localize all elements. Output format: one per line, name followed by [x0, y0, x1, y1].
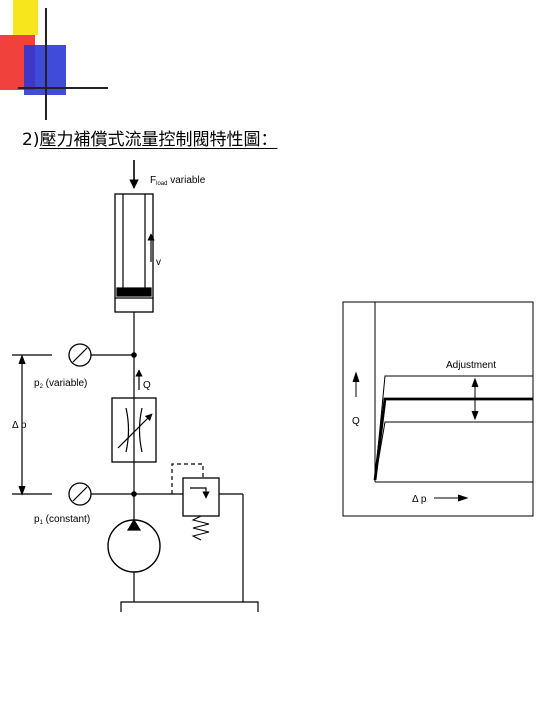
- force-label: Fload variable: [150, 175, 206, 187]
- p1-label: p1 (constant): [34, 514, 90, 526]
- hydraulic-pump: [107, 518, 161, 602]
- p2-label: p2 (variable): [34, 378, 87, 390]
- delta-p-dimension: [12, 354, 52, 496]
- chart-x-label: Δ p: [412, 494, 427, 505]
- curve-lower: [374, 421, 533, 481]
- velocity-label: v: [156, 257, 161, 268]
- delta-p-label: Δ p: [12, 420, 27, 431]
- chart-frame: [342, 301, 534, 517]
- chart-y-label: Q: [352, 416, 360, 427]
- tank: [120, 601, 259, 612]
- pressure-gauge-p1: [68, 482, 183, 506]
- flow-control-valve: [111, 397, 157, 463]
- pressure-gauge-p2: [68, 343, 137, 367]
- deco-vertical-line: [45, 8, 47, 120]
- hydraulic-cylinder: [114, 193, 154, 313]
- slide-title-text: 壓力補償式流量控制閥特性圖：: [39, 130, 278, 150]
- adjustment-label: Adjustment: [446, 360, 496, 371]
- curve-nominal: [373, 397, 533, 481]
- pressure-relief-valve: [171, 463, 244, 602]
- slide-number: 2): [22, 130, 40, 150]
- deco-horizontal-line: [18, 87, 108, 89]
- flow-label: Q: [143, 380, 151, 391]
- slide-title: 2)壓力補償式流量控制閥特性圖：: [22, 125, 277, 150]
- curve-upper: [374, 375, 533, 481]
- deco-yellow-square: [13, 0, 38, 35]
- hydraulic-circuit: [12, 160, 259, 612]
- characteristic-chart: [342, 301, 534, 517]
